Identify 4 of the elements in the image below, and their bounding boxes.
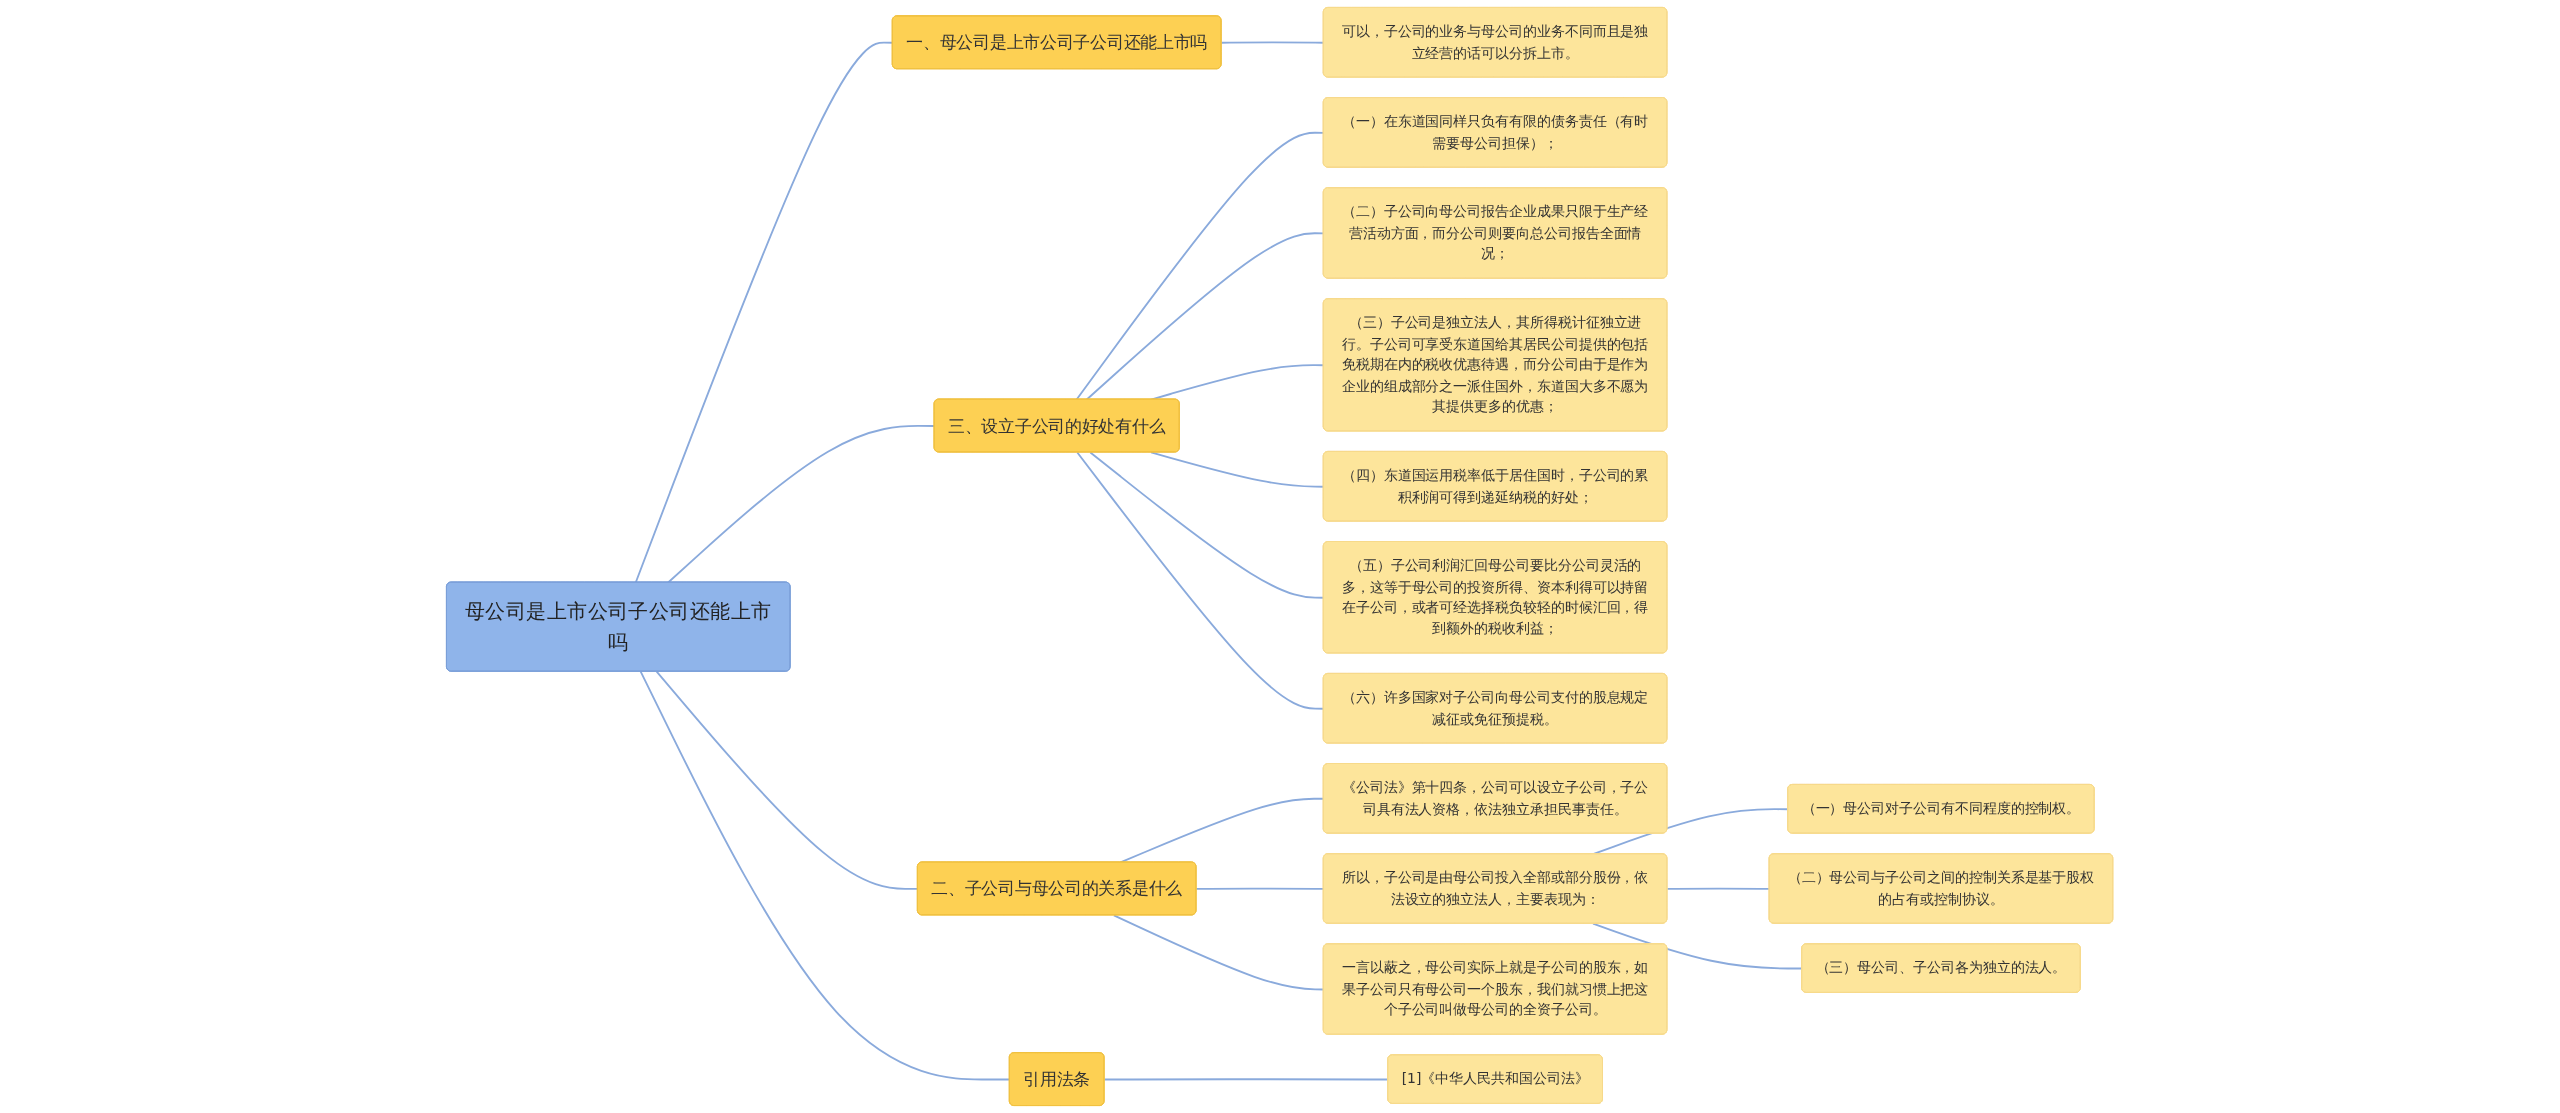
- connector: [1666, 887, 1771, 890]
- connector: [1592, 922, 1804, 970]
- connector: [1104, 1078, 1390, 1081]
- connector: [667, 425, 936, 584]
